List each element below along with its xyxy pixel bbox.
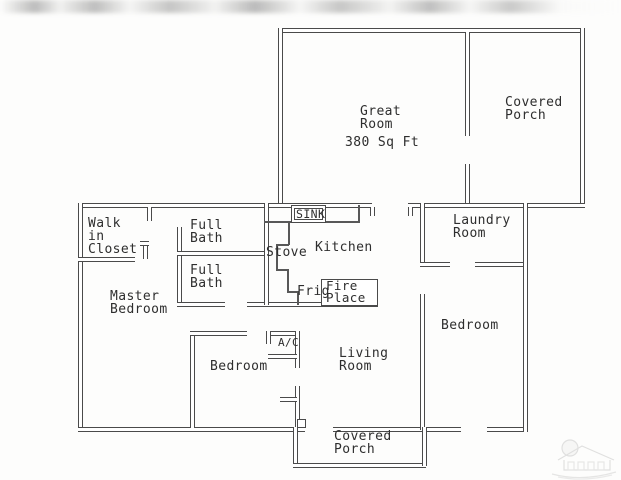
wall-segment (487, 427, 528, 432)
fireplace-box (321, 279, 378, 306)
wall-segment (78, 203, 372, 208)
wall-segment (295, 331, 300, 368)
wall-segment (190, 331, 247, 336)
wall-segment (177, 251, 264, 256)
wall-segment (422, 427, 427, 466)
label-full-bath-upper: Full Bath (190, 218, 223, 246)
label-ac: A/C (278, 336, 300, 349)
wall-segment (278, 28, 585, 33)
sink-box-inner (294, 208, 323, 220)
wall-segment (420, 203, 425, 266)
wall-segment (78, 257, 135, 262)
wall-segment (177, 227, 182, 305)
wall-segment (408, 207, 413, 216)
wall-segment (420, 294, 425, 430)
counter-line (276, 244, 289, 246)
wall-segment (280, 397, 297, 402)
label-great-room-sqft: 380 Sq Ft (345, 135, 420, 150)
label-frig: Frig (297, 284, 330, 299)
label-sink: SINK (296, 207, 326, 221)
wall-segment (293, 427, 298, 466)
wall-segment (140, 241, 149, 246)
label-stove: Stove (266, 245, 308, 260)
wall-segment (147, 207, 152, 221)
label-kitchen: Kitchen (315, 240, 373, 255)
wall-segment (278, 28, 283, 207)
wall-segment (523, 203, 528, 432)
counter-line (287, 269, 289, 293)
label-fire-place: Fire Place (326, 278, 366, 305)
counter-line (288, 221, 290, 245)
wall-segment (266, 331, 300, 336)
wall-segment (580, 28, 585, 207)
wall-segment (264, 203, 269, 305)
wall-segment (247, 302, 378, 307)
counter-line (276, 244, 278, 271)
wall-segment (475, 262, 523, 267)
wall-segment (333, 427, 461, 432)
counter-line (297, 291, 299, 305)
label-full-bath-lower: Full Bath (190, 263, 223, 291)
wall-segment (293, 463, 426, 468)
builder-logo-watermark (551, 439, 617, 480)
wall-segment (370, 207, 375, 216)
wall-segment (465, 164, 470, 205)
entry-door-jamb (297, 419, 306, 428)
wall-segment (190, 331, 195, 428)
counter-line (358, 205, 360, 222)
counter-line (287, 291, 299, 293)
wall-segment (408, 203, 585, 208)
label-covered-porch-bottom: Covered Porch (334, 429, 392, 457)
scan-artifact-band (0, 0, 621, 13)
label-master-bedroom: Master Bedroom (110, 289, 168, 317)
label-living-room: Living Room (339, 346, 389, 374)
wall-segment (420, 262, 450, 267)
counter-line (276, 269, 288, 271)
wall-segment (266, 331, 271, 344)
label-laundry-room: Laundry Room (453, 213, 511, 241)
label-bedroom-left: Bedroom (210, 359, 268, 374)
label-covered-porch-top: Covered Porch (505, 95, 563, 123)
wall-segment (465, 32, 470, 136)
label-great-room: Great Room (360, 104, 402, 132)
wall-segment (268, 354, 297, 359)
wall-segment (78, 203, 83, 432)
wall-segment (143, 241, 148, 259)
label-bedroom-right: Bedroom (441, 318, 499, 333)
wall-segment (177, 302, 225, 307)
label-walk-in-closet: Walk in Closet (88, 216, 138, 257)
wall-segment (295, 386, 300, 428)
